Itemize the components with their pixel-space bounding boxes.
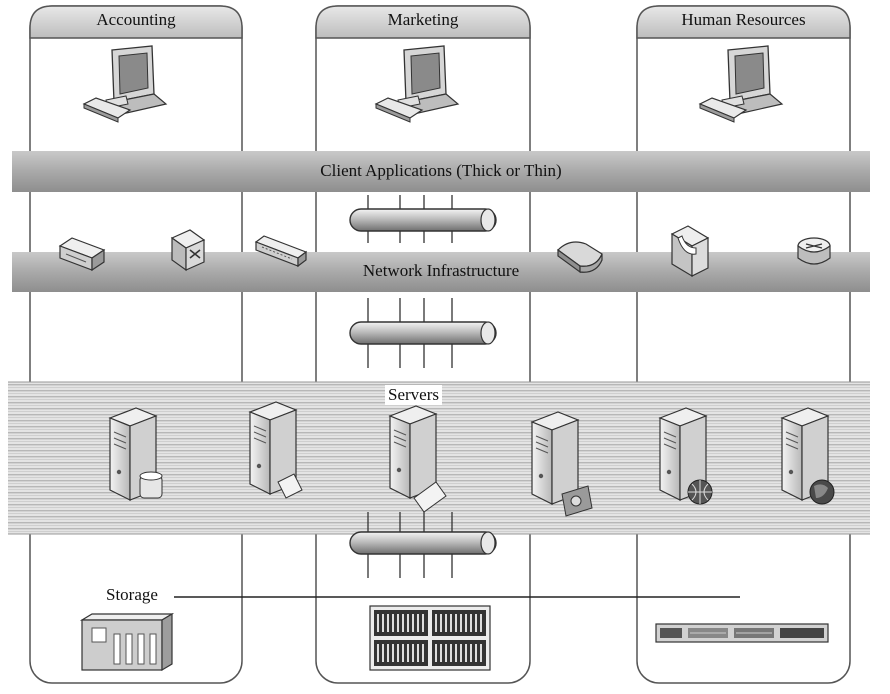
department-label-accounting: Accounting [96,10,176,29]
network-devices [58,225,831,278]
department-label-human-resources: Human Resources [681,10,806,29]
firewall-icon [670,225,710,278]
disk-array-icon [369,605,491,671]
bus-pipes [349,195,497,578]
web-server-icon [658,407,713,505]
client-applications-bar [12,151,870,192]
hub-icon [254,235,308,268]
desktop-computer-icon [698,45,784,123]
rack-server-icon [655,623,829,643]
department-label-marketing: Marketing [387,10,459,29]
storage-array-icon [79,612,175,672]
desktop-computer-icon [82,45,168,123]
hub-icon [58,237,106,272]
pipe-network-servers [349,298,497,368]
storage-label: Storage [106,585,161,605]
network-infrastructure-label: Network Infrastructure [362,261,520,280]
storage-row [79,605,829,672]
pipe-servers-storage [349,512,497,578]
file-server-icon [248,401,303,499]
network-infrastructure-bar [12,252,870,292]
desktop-computer-icon [374,45,460,123]
clients-row [82,45,784,123]
router-icon [557,241,603,274]
web-server-icon [780,407,835,505]
servers-row [108,401,835,517]
router-icon [797,237,831,265]
switch-icon [170,229,206,272]
client-applications-label: Client Applications (Thick or Thin) [320,161,562,180]
pipe-client-network [349,195,497,243]
file-server-icon [388,405,447,513]
servers-label: Servers [385,385,442,405]
database-server-icon [108,407,163,501]
media-server-icon [530,411,593,517]
